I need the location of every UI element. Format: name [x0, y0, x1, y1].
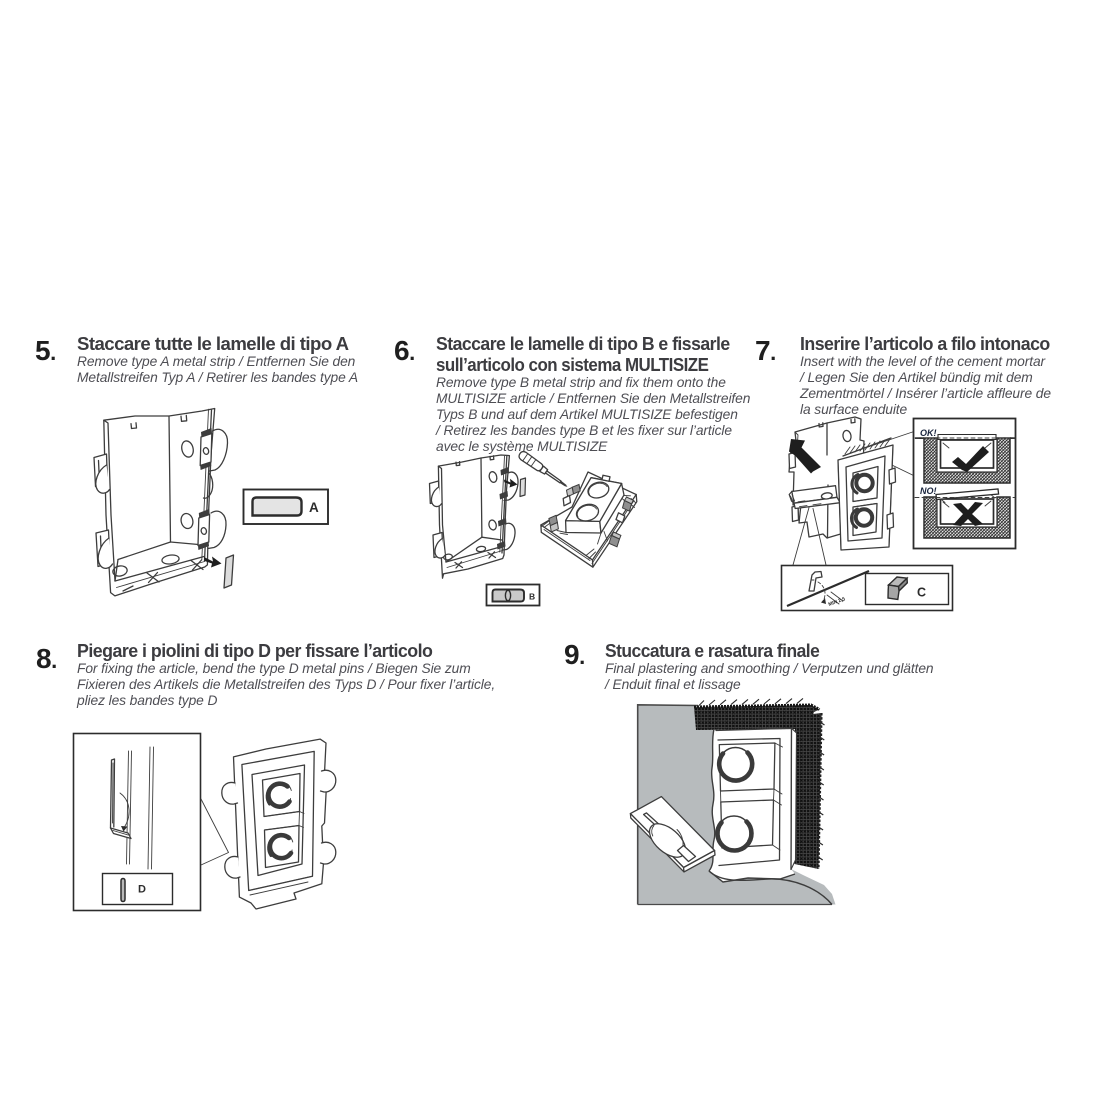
- svg-text:NO!: NO!: [920, 486, 937, 496]
- svg-text:MIN 2,5: MIN 2,5: [828, 596, 847, 608]
- svg-text:B: B: [529, 592, 535, 602]
- svg-text:A: A: [309, 500, 319, 515]
- svg-text:C: C: [917, 586, 926, 600]
- svg-text:OK!: OK!: [920, 428, 937, 438]
- svg-text:D: D: [138, 884, 146, 896]
